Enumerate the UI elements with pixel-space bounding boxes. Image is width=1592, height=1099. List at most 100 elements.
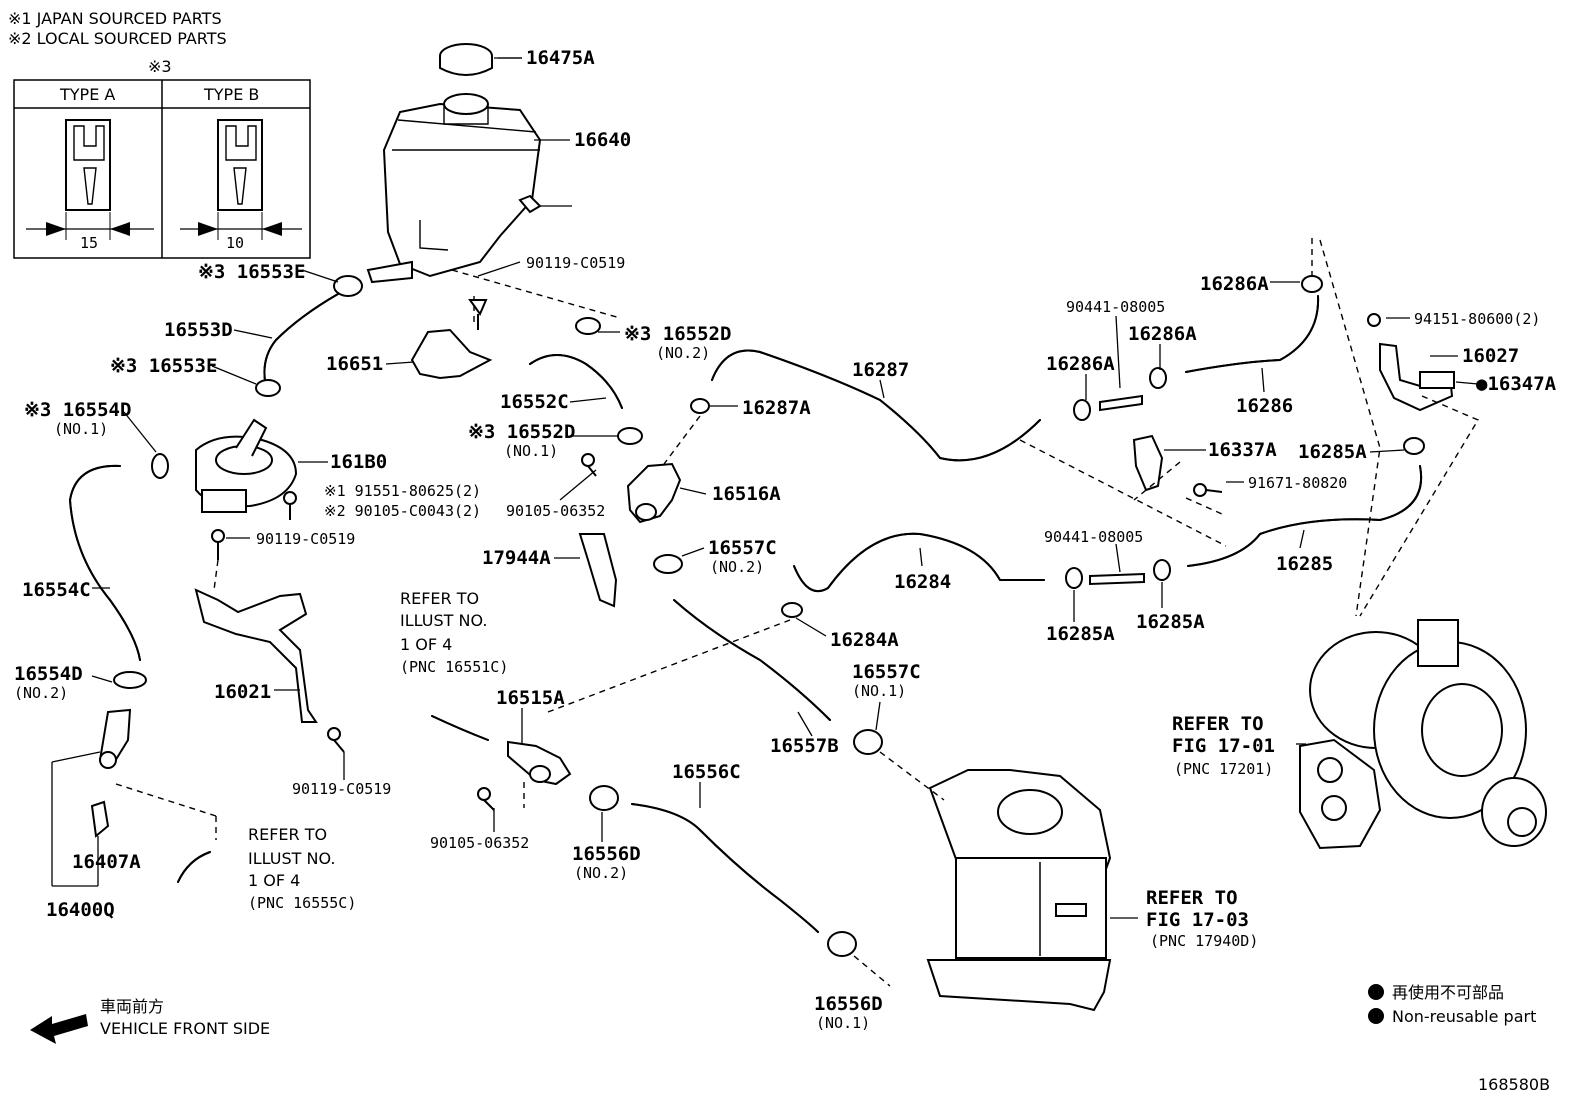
legend-jp: 再使用不可部品 (1392, 983, 1504, 1002)
type-a-clip-shape (65, 119, 111, 211)
type-a-label: TYPE A (59, 85, 115, 104)
label-16554D-no1-sub: (NO.1) (54, 420, 108, 438)
label-16557C-no1-sub: (NO.1) (852, 682, 906, 700)
label-16286: 16286 (1236, 395, 1293, 417)
hose-16556C (631, 803, 819, 933)
ref2-line4: (PNC 16555C) (248, 894, 356, 912)
label-16557B: 16557B (770, 735, 839, 757)
label-16651: 16651 (326, 353, 383, 375)
ref4-line2: FIG 17-03 (1146, 909, 1249, 931)
front-arrow-icon (30, 1014, 88, 1044)
hose-16287 (711, 349, 1041, 462)
hose-16554C (69, 464, 141, 661)
ref2-line3: 1 OF 4 (248, 871, 300, 890)
label-16284A: 16284A (830, 629, 899, 651)
label-16475A: 16475A (526, 47, 595, 69)
ref4-line1: REFER TO (1146, 887, 1238, 909)
ref-fig-17-01: REFER TO FIG 17-01 (PNC 17201) (1172, 713, 1275, 778)
label-16552D-no2: ※3 16552D (624, 323, 731, 345)
label-90105-06352-a: 90105-06352 (506, 502, 605, 520)
label-16285: 16285 (1276, 553, 1333, 575)
label-16557C-no2-sub: (NO.2) (710, 558, 764, 576)
dashed-lines (115, 238, 1480, 987)
ref2-line1: REFER TO (248, 825, 327, 844)
note-type-table-ref: ※3 (148, 57, 172, 76)
label-16552D-no1-sub: (NO.1) (504, 442, 558, 460)
label-91671-80820: 91671-80820 (1248, 474, 1347, 492)
label-16515A: 16515A (496, 687, 565, 709)
label-16556D-no1: 16556D (814, 993, 883, 1015)
label-16516A: 16516A (712, 483, 781, 505)
label-90105-06352-b: 90105-06352 (430, 834, 529, 852)
label-16347A: ●16347A (1476, 373, 1557, 395)
label-16285A-right: 16285A (1136, 611, 1205, 633)
type-b-label: TYPE B (203, 85, 259, 104)
label-16337A: 16337A (1208, 439, 1277, 461)
bracket-16021-shape (194, 588, 318, 723)
label-90119-C0519-a: 90119-C0519 (526, 254, 625, 272)
label-16556C: 16556C (672, 761, 741, 783)
ref1-line1: REFER TO (400, 589, 479, 608)
label-16286A-left: 16286A (1046, 353, 1115, 375)
clamp-type-table: TYPE A TYPE B 15 10 (13, 79, 311, 259)
leader-lines (51, 57, 1479, 919)
ref4-line3: (PNC 17940D) (1150, 932, 1258, 950)
clamps (113, 275, 1425, 957)
fitting-16515A-shape (507, 740, 572, 786)
label-16287A: 16287A (742, 397, 811, 419)
label-16553E-mid: ※3 16553E (110, 355, 217, 377)
label-16407A: 16407A (72, 851, 141, 873)
label-16640: 16640 (574, 129, 631, 151)
ref1-line4: (PNC 16551C) (400, 658, 508, 676)
label-16556D-no2-sub: (NO.2) (574, 864, 628, 882)
bolts (211, 313, 1381, 811)
label-16552D-no2-sub: (NO.2) (656, 344, 710, 362)
label-16286A-mid: 16286A (1128, 323, 1197, 345)
vehicle-front-indicator: 車両前方 VEHICLE FRONT SIDE (30, 997, 270, 1044)
label-17944A: 17944A (482, 547, 551, 569)
label-16552C: 16552C (500, 391, 569, 413)
note-japan-sourced: ※1 JAPAN SOURCED PARTS (8, 9, 222, 28)
front-side-en: VEHICLE FRONT SIDE (100, 1019, 270, 1038)
label-90441-08005-b: 90441-08005 (1044, 528, 1143, 546)
illustration-code: 168580B (1478, 1075, 1550, 1094)
ref3-line2: FIG 17-01 (1172, 735, 1275, 757)
legend-en: Non-reusable part (1392, 1007, 1536, 1026)
water-pump-shape (195, 418, 328, 513)
label-16554C: 16554C (22, 579, 91, 601)
label-16554D-no2: 16554D (14, 663, 83, 685)
type-b-clip-shape (217, 119, 263, 211)
label-90105-C0043: ※2 90105-C0043(2) (324, 502, 481, 520)
type-b-dimension: 10 (226, 234, 244, 252)
sensor-16337A-shape (1132, 434, 1206, 492)
ref-illust-16555C: REFER TO ILLUST NO. 1 OF 4 (PNC 16555C) (248, 825, 356, 912)
valve-16400Q-shape (90, 708, 132, 838)
label-16557C-no1: 16557C (852, 661, 921, 683)
label-16400Q: 16400Q (46, 899, 115, 921)
label-16556D-no2: 16556D (572, 843, 641, 865)
label-161B0: 161B0 (330, 451, 387, 473)
label-91551-80625: ※1 91551-80625(2) (324, 482, 481, 500)
legend-dot-icon-2 (1368, 1008, 1384, 1024)
legend: 再使用不可部品 Non-reusable part (1368, 983, 1536, 1026)
label-16552D-no1: ※3 16552D (468, 421, 575, 443)
reservoir-cap-shape (439, 43, 522, 76)
bracket-17944A-shape (578, 533, 618, 608)
label-16285A-top: 16285A (1298, 441, 1367, 463)
ref1-line3: 1 OF 4 (400, 635, 452, 654)
ref3-line1: REFER TO (1172, 713, 1264, 735)
ref-fig-17-03: REFER TO FIG 17-03 (PNC 17940D) (1146, 887, 1258, 950)
hose-16285 (1187, 465, 1423, 567)
label-16021: 16021 (214, 681, 271, 703)
label-90119-C0519-c: 90119-C0519 (292, 780, 391, 798)
label-16556D-no1-sub: (NO.1) (816, 1014, 870, 1032)
ref-illust-16551C: REFER TO ILLUST NO. 1 OF 4 (PNC 16551C) (400, 589, 508, 676)
turbocharger-shape (1299, 619, 1547, 850)
label-16287: 16287 (852, 359, 909, 381)
hose-16557B (673, 599, 831, 721)
label-16554D-no1: ※3 16554D (24, 399, 131, 421)
type-a-dimension: 15 (80, 234, 98, 252)
water-outlet-16516A-shape (626, 462, 707, 524)
label-16284: 16284 (894, 571, 951, 593)
